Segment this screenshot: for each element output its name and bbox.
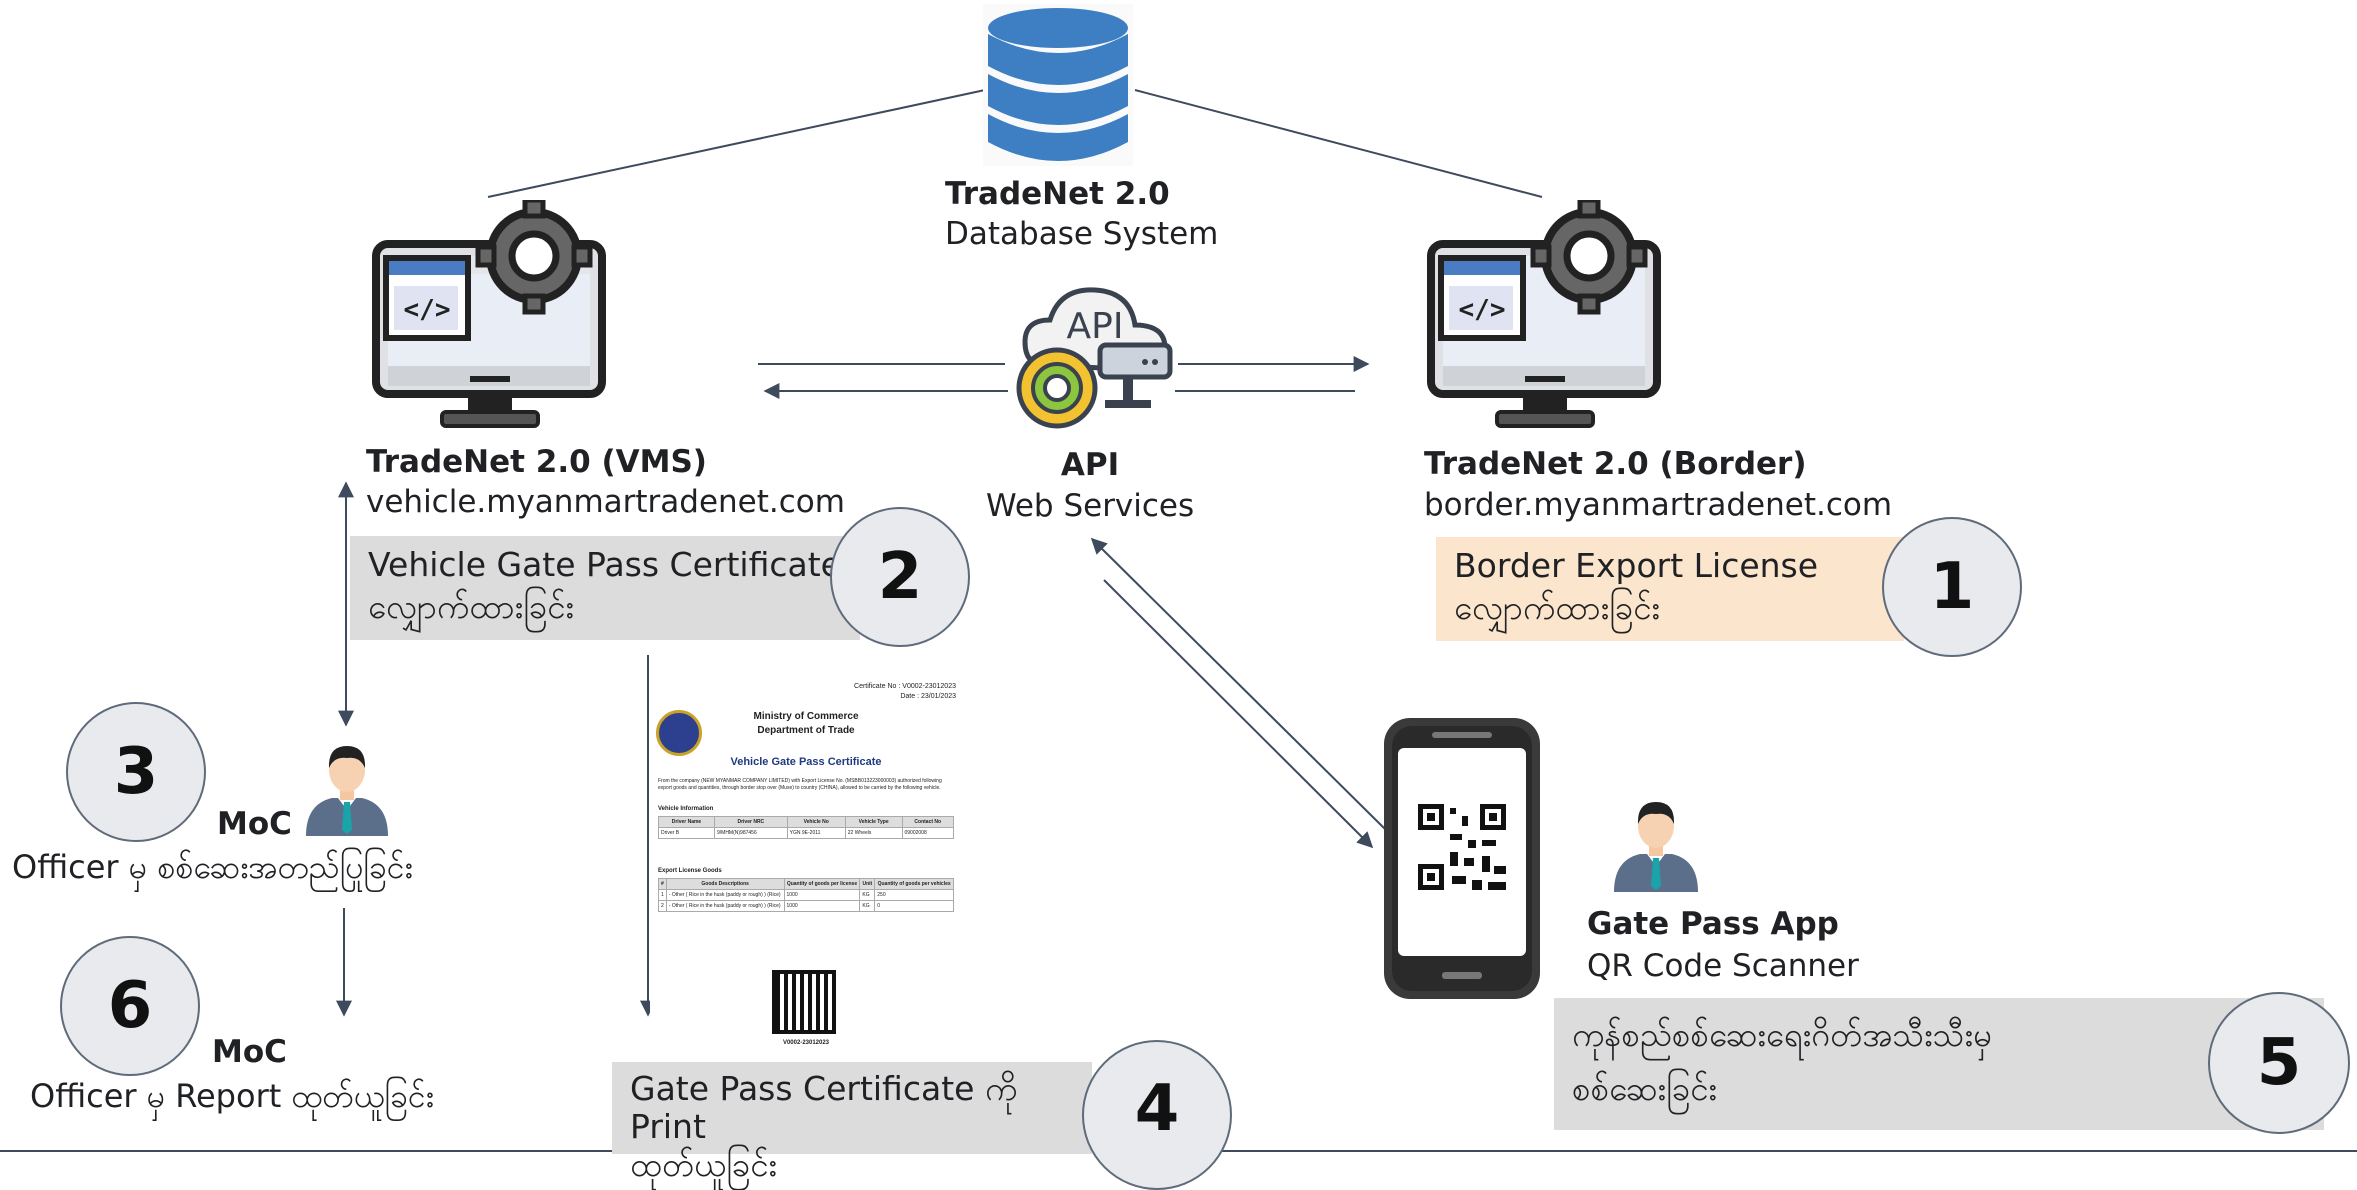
goods-header-cell: Unit <box>859 878 876 890</box>
step-1-badge: 1 <box>1882 517 2022 657</box>
step-4-line2: ထုတ်ယူခြင်း <box>630 1145 777 1184</box>
goods-cell: - Other ( Rice in the husk (paddy or rou… <box>665 889 785 901</box>
vehicle-header-cell: Driver NRC <box>713 816 788 828</box>
step-4-box: Gate Pass Certificate ကို Print ထုတ်ယူခြ… <box>612 1062 1092 1184</box>
vehicle-cell: 09002008 <box>901 827 954 839</box>
step-5-box: ကုန်စည်စစ်ဆေးရေးဂိတ်အသီးသီးမှ စစ်ဆေးခြင်… <box>1554 998 2324 1130</box>
goods-cell: 250 <box>874 889 954 901</box>
cert-qr-code-icon <box>772 970 836 1034</box>
goods-cell: 2 <box>658 900 667 912</box>
api-cloud-label: API <box>1067 306 1124 347</box>
step-2-box: Vehicle Gate Pass Certificate လျှောက်ထား… <box>350 536 860 640</box>
goods-cell: KG <box>859 889 876 901</box>
vms-computer-icon: </> <box>372 197 607 430</box>
database-title: TradeNet 2.0 <box>945 176 1170 212</box>
vehicle-cell: 9/MHM(N)987456 <box>713 827 788 839</box>
border-url: border.myanmartradenet.com <box>1424 487 1893 523</box>
vehicle-header-cell: Vehicle No <box>786 816 846 828</box>
ministry-seal-icon <box>656 710 702 756</box>
cert-number: Certificate No : V0002-23012023 <box>854 683 956 690</box>
step-1-line1: Border Export License <box>1454 546 1819 585</box>
goods-cell: KG <box>859 900 876 912</box>
app-user-avatar-icon <box>1610 796 1702 892</box>
cert-ministry: Ministry of Commerce <box>753 711 859 722</box>
step-3-text: Officer မှ စစ်ဆေးအတည်ပြုခြင်း <box>12 848 413 886</box>
gatepass-app-title: Gate Pass App <box>1587 906 1839 942</box>
border-title: TradeNet 2.0 (Border) <box>1424 446 1807 482</box>
cert-date: Date : 23/01/2023 <box>900 693 956 700</box>
cert-intro: From the company (NEW MYANMAR COMPANY LI… <box>658 778 942 791</box>
vehicle-header-cell: Vehicle Type <box>844 816 903 828</box>
gate-pass-certificate: Certificate No : V0002-23012023 Date : 2… <box>650 678 962 1056</box>
step-5-badge: 5 <box>2208 992 2350 1134</box>
step-5-line2: စစ်ဆေးခြင်း <box>1572 1069 1717 1108</box>
goods-header-cell: Quantity of goods per vehicles <box>874 878 954 890</box>
cert-vehicle-section: Vehicle Information <box>658 806 714 812</box>
goods-cell: - Other ( Rice in the husk (paddy or rou… <box>665 900 785 912</box>
export-goods-table: # Goods Descriptions Quantity of goods p… <box>658 878 954 912</box>
step-6-badge: 6 <box>60 936 200 1076</box>
goods-cell: 0 <box>874 900 954 912</box>
vehicle-info-table: Driver Name Driver NRC Vehicle No Vehicl… <box>658 816 954 839</box>
database-icon <box>983 4 1133 166</box>
step-2-badge: 2 <box>830 507 970 647</box>
cert-goods-section: Export License Goods <box>658 868 722 874</box>
api-title: API <box>1060 447 1120 483</box>
step-6-text: Officer မှ Report ထုတ်ယူခြင်း <box>30 1077 434 1115</box>
step-4-badge: 4 <box>1082 1040 1232 1190</box>
vehicle-cell: YGN 9E-2011 <box>786 827 846 839</box>
step-2-line2: လျှောက်ထားခြင်း <box>368 587 574 626</box>
db-to-vms-line <box>487 89 986 198</box>
svg-text:</>: </> <box>404 295 451 325</box>
cert-department: Department of Trade <box>757 725 855 736</box>
cert-heading: Vehicle Gate Pass Certificate <box>730 756 882 768</box>
vehicle-header-cell: Contact No <box>901 816 954 828</box>
step-5-line1: ကုန်စည်စစ်ဆေးရေးဂိတ်အသီးသီးမှ <box>1572 1015 1992 1054</box>
goods-cell: 1000 <box>783 900 861 912</box>
db-to-border-line <box>1134 89 1543 198</box>
step-1-line2: လျှောက်ထားခြင်း <box>1454 588 1660 627</box>
api-to-app-arrow <box>1103 579 1374 849</box>
api-subtitle: Web Services <box>986 488 1195 524</box>
api-cloud-icon: API <box>1005 270 1180 445</box>
gatepass-app-subtitle: QR Code Scanner <box>1587 948 1859 984</box>
goods-cell: 1000 <box>783 889 861 901</box>
border-computer-icon: </> <box>1427 197 1662 430</box>
officer-avatar-icon <box>302 738 392 836</box>
goods-header-cell: Goods Descriptions <box>665 878 785 890</box>
step-1-box: Border Export License လျှောက်ထားခြင်း <box>1436 537 1904 641</box>
step-4-line1: Gate Pass Certificate ကို Print <box>630 1069 1018 1146</box>
vehicle-cell: 22 Wheels <box>844 827 903 839</box>
step-6-role: MoC <box>212 1034 287 1070</box>
database-subtitle: Database System <box>945 216 1219 252</box>
goods-header-cell: # <box>658 878 667 890</box>
vehicle-cell: Driver B <box>658 827 715 839</box>
step-2-line1: Vehicle Gate Pass Certificate <box>368 545 841 584</box>
app-to-api-arrow <box>1090 537 1387 831</box>
step-3-role: MoC <box>217 806 292 842</box>
goods-header-cell: Quantity of goods per license <box>783 878 861 890</box>
svg-text:</>: </> <box>1459 295 1506 325</box>
vehicle-header-cell: Driver Name <box>658 816 715 828</box>
vms-title: TradeNet 2.0 (VMS) <box>366 444 707 480</box>
phone-qr-icon <box>1382 716 1542 1001</box>
vms-url: vehicle.myanmartradenet.com <box>366 484 845 520</box>
step-3-badge: 3 <box>66 702 206 842</box>
goods-cell: 1 <box>658 889 667 901</box>
cert-qr-label: V0002-23012023 <box>782 1040 830 1046</box>
